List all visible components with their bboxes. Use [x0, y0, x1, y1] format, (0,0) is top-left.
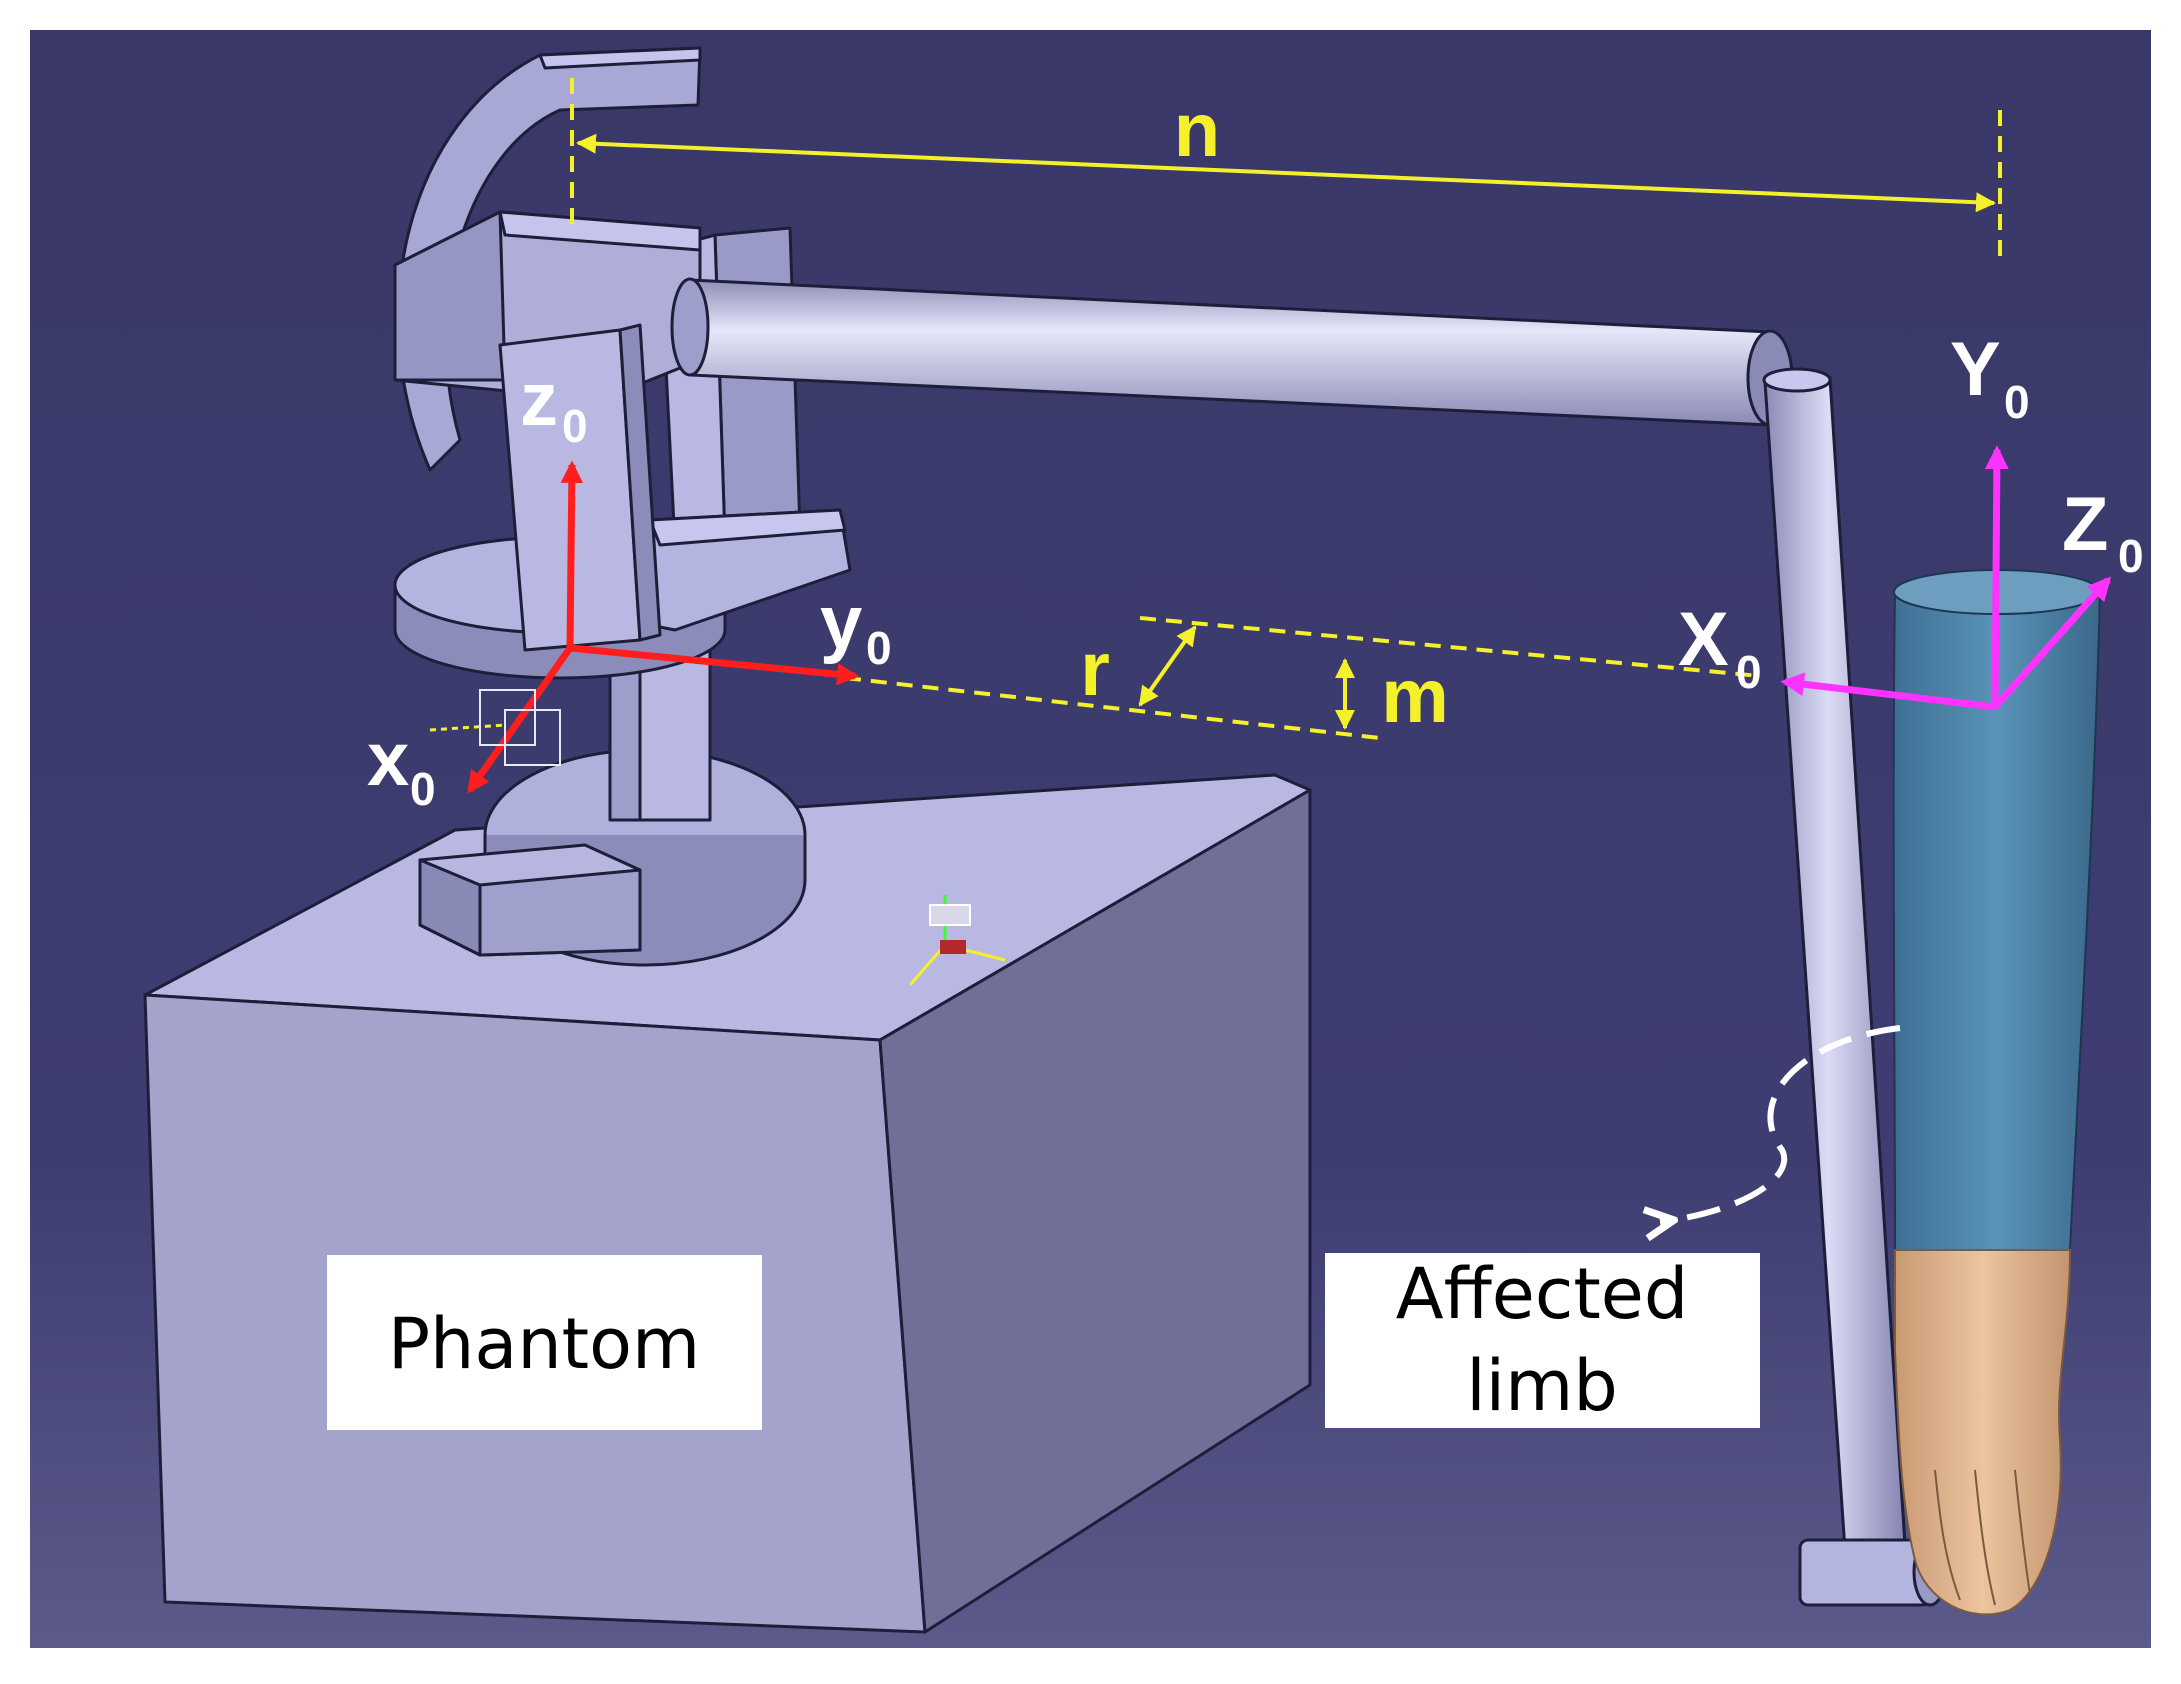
- limb-x-axis-subscript: 0: [1736, 646, 1762, 698]
- affected-limb-arm: [1892, 569, 2102, 1616]
- phantom-z-axis-subscript: 0: [562, 400, 588, 452]
- limb-frame-axes: [1780, 445, 2112, 711]
- dimension-n: [570, 78, 2002, 262]
- limb-x-axis-label: X: [1678, 597, 1729, 682]
- affected-limb-label-line2: limb: [1466, 1345, 1618, 1427]
- limb-y-axis-label: Y: [1950, 327, 2001, 412]
- affected-limb-label-line1: Affected: [1396, 1253, 1689, 1335]
- phantom-z-axis-label: z: [520, 357, 558, 442]
- dimension-r-m: [844, 616, 1761, 740]
- limb-z-axis-label: Z: [2062, 482, 2108, 567]
- dimension-n-label: n: [1174, 88, 1220, 173]
- dimension-m-label: m: [1381, 654, 1449, 739]
- tool-triad: [908, 895, 1006, 986]
- phantom-label: Phantom: [388, 1303, 700, 1385]
- limb-z-axis-subscript: 0: [2118, 530, 2144, 582]
- origin-marker: [429, 689, 561, 766]
- affected-limb-label-box: Affected limb: [1325, 1253, 1760, 1428]
- rotation-indicator: [1660, 1025, 1901, 1222]
- phantom-x-axis-label: x: [367, 717, 409, 802]
- phantom-frame-axes: [467, 460, 860, 794]
- limb-y-axis-subscript: 0: [2004, 376, 2030, 428]
- dimension-r-label: r: [1080, 627, 1110, 712]
- phantom-label-box: Phantom: [327, 1255, 762, 1430]
- phantom-x-axis-subscript: 0: [410, 763, 436, 815]
- base-plate: [418, 748, 807, 967]
- phantom-y-axis-subscript: 0: [866, 622, 892, 674]
- phantom-y-axis-label: y: [820, 580, 862, 665]
